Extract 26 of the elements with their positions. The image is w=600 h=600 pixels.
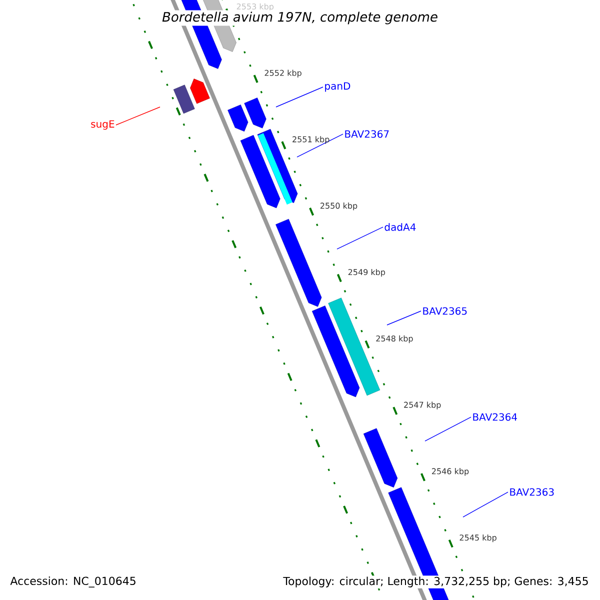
gene-label: BAV2363 <box>510 488 554 496</box>
leader-line <box>462 492 508 518</box>
tick-label: 2549 kbp <box>348 268 386 277</box>
gene-label: panD <box>325 82 350 92</box>
tick-label: 2547 kbp <box>404 402 441 410</box>
tick-label: 2548 kbp <box>376 335 413 344</box>
leader-line <box>336 226 384 250</box>
tick-label: 2550 kbp <box>320 202 358 210</box>
tick-label: 2546 kbp <box>432 468 469 476</box>
leader-line <box>116 106 160 126</box>
genome-info-text: Topology: circular; Length: 3,732,255 bp; Genes: 3,455 <box>282 576 590 588</box>
gene-label: BAV2364 <box>473 413 517 421</box>
tick-label: 2552 kbp <box>264 70 302 78</box>
tick-label: 2545 kbp <box>460 534 496 542</box>
leader-line <box>296 134 344 158</box>
leader-line <box>386 310 422 326</box>
tick-label: 2551 kbp <box>292 136 330 144</box>
title: Bordetella avium 197N, complete genome <box>160 10 440 26</box>
accession-text: Accession: NC_010645 <box>9 576 138 588</box>
gene-label: BAV2365 <box>423 307 467 315</box>
leader-line <box>424 416 472 442</box>
gene-label: BAV2367 <box>345 130 389 138</box>
gene-label: sugE <box>91 120 114 130</box>
tick-label: 2553 kbp <box>236 3 274 12</box>
leader-line <box>276 86 324 108</box>
gene-label: dadA4 <box>384 223 416 231</box>
